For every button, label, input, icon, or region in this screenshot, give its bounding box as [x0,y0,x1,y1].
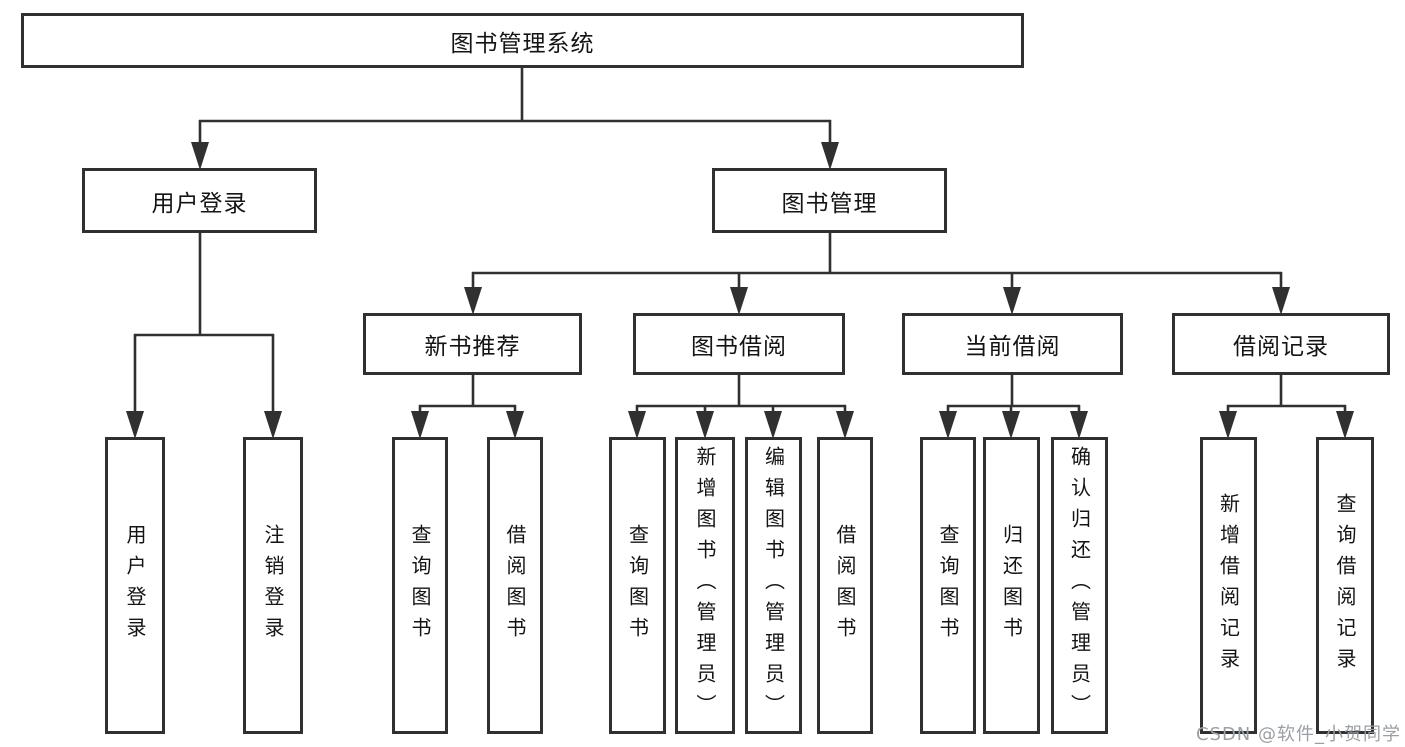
node-book-management: 图书管理 [712,168,947,233]
leaf-borrow-book-recommend: 借阅图书 [487,437,543,734]
leaf-label: 编辑图书（管理员） [761,446,786,725]
node-label: 借阅记录 [1233,334,1329,360]
node-borrow-record: 借阅记录 [1172,313,1390,375]
leaf-query-borrow-record: 查询借阅记录 [1316,437,1374,734]
leaf-label: 借阅图书 [503,523,527,648]
node-label: 图书管理 [781,190,878,217]
leaf-label: 查询图书 [936,523,960,648]
leaf-query-book-borrow: 查询图书 [609,437,666,734]
leaf-return-book: 归还图书 [983,437,1040,734]
leaf-query-book-current: 查询图书 [920,437,976,734]
leaf-edit-book-admin: 编辑图书（管理员） [745,437,802,734]
node-user-login: 用户登录 [82,168,317,233]
leaf-label: 确认归还（管理员） [1067,446,1092,725]
node-library-system: 图书管理系统 [21,13,1024,68]
leaf-label: 借阅图书 [833,523,857,648]
leaf-borrow-book: 借阅图书 [817,437,873,734]
leaf-label: 用户登录 [123,523,147,648]
leaf-label: 新增借阅记录 [1216,492,1241,679]
node-new-book-recommend: 新书推荐 [363,313,582,375]
node-current-borrow: 当前借阅 [902,313,1123,375]
leaf-user-login: 用户登录 [105,437,165,734]
node-label: 图书借阅 [691,334,787,360]
leaf-confirm-return-admin: 确认归还（管理员） [1051,437,1108,734]
leaf-label: 查询图书 [408,523,432,648]
node-book-borrow: 图书借阅 [633,313,845,375]
leaf-label: 新增图书（管理员） [693,446,717,725]
leaf-logout: 注销登录 [243,437,303,734]
leaf-label: 注销登录 [261,523,285,648]
csdn-watermark: CSDN @软件_小贺同学 [1195,724,1401,745]
leaf-query-book-recommend: 查询图书 [392,437,448,734]
leaf-label: 查询图书 [625,523,650,648]
leaf-label: 归还图书 [999,523,1024,648]
node-label: 新书推荐 [424,334,521,360]
node-label: 用户登录 [151,190,248,217]
node-label: 图书管理系统 [450,30,595,57]
leaf-label: 查询借阅记录 [1333,492,1357,679]
leaf-add-book-admin: 新增图书（管理员） [675,437,735,734]
node-label: 当前借阅 [964,334,1061,360]
leaf-add-borrow-record: 新增借阅记录 [1200,437,1257,734]
